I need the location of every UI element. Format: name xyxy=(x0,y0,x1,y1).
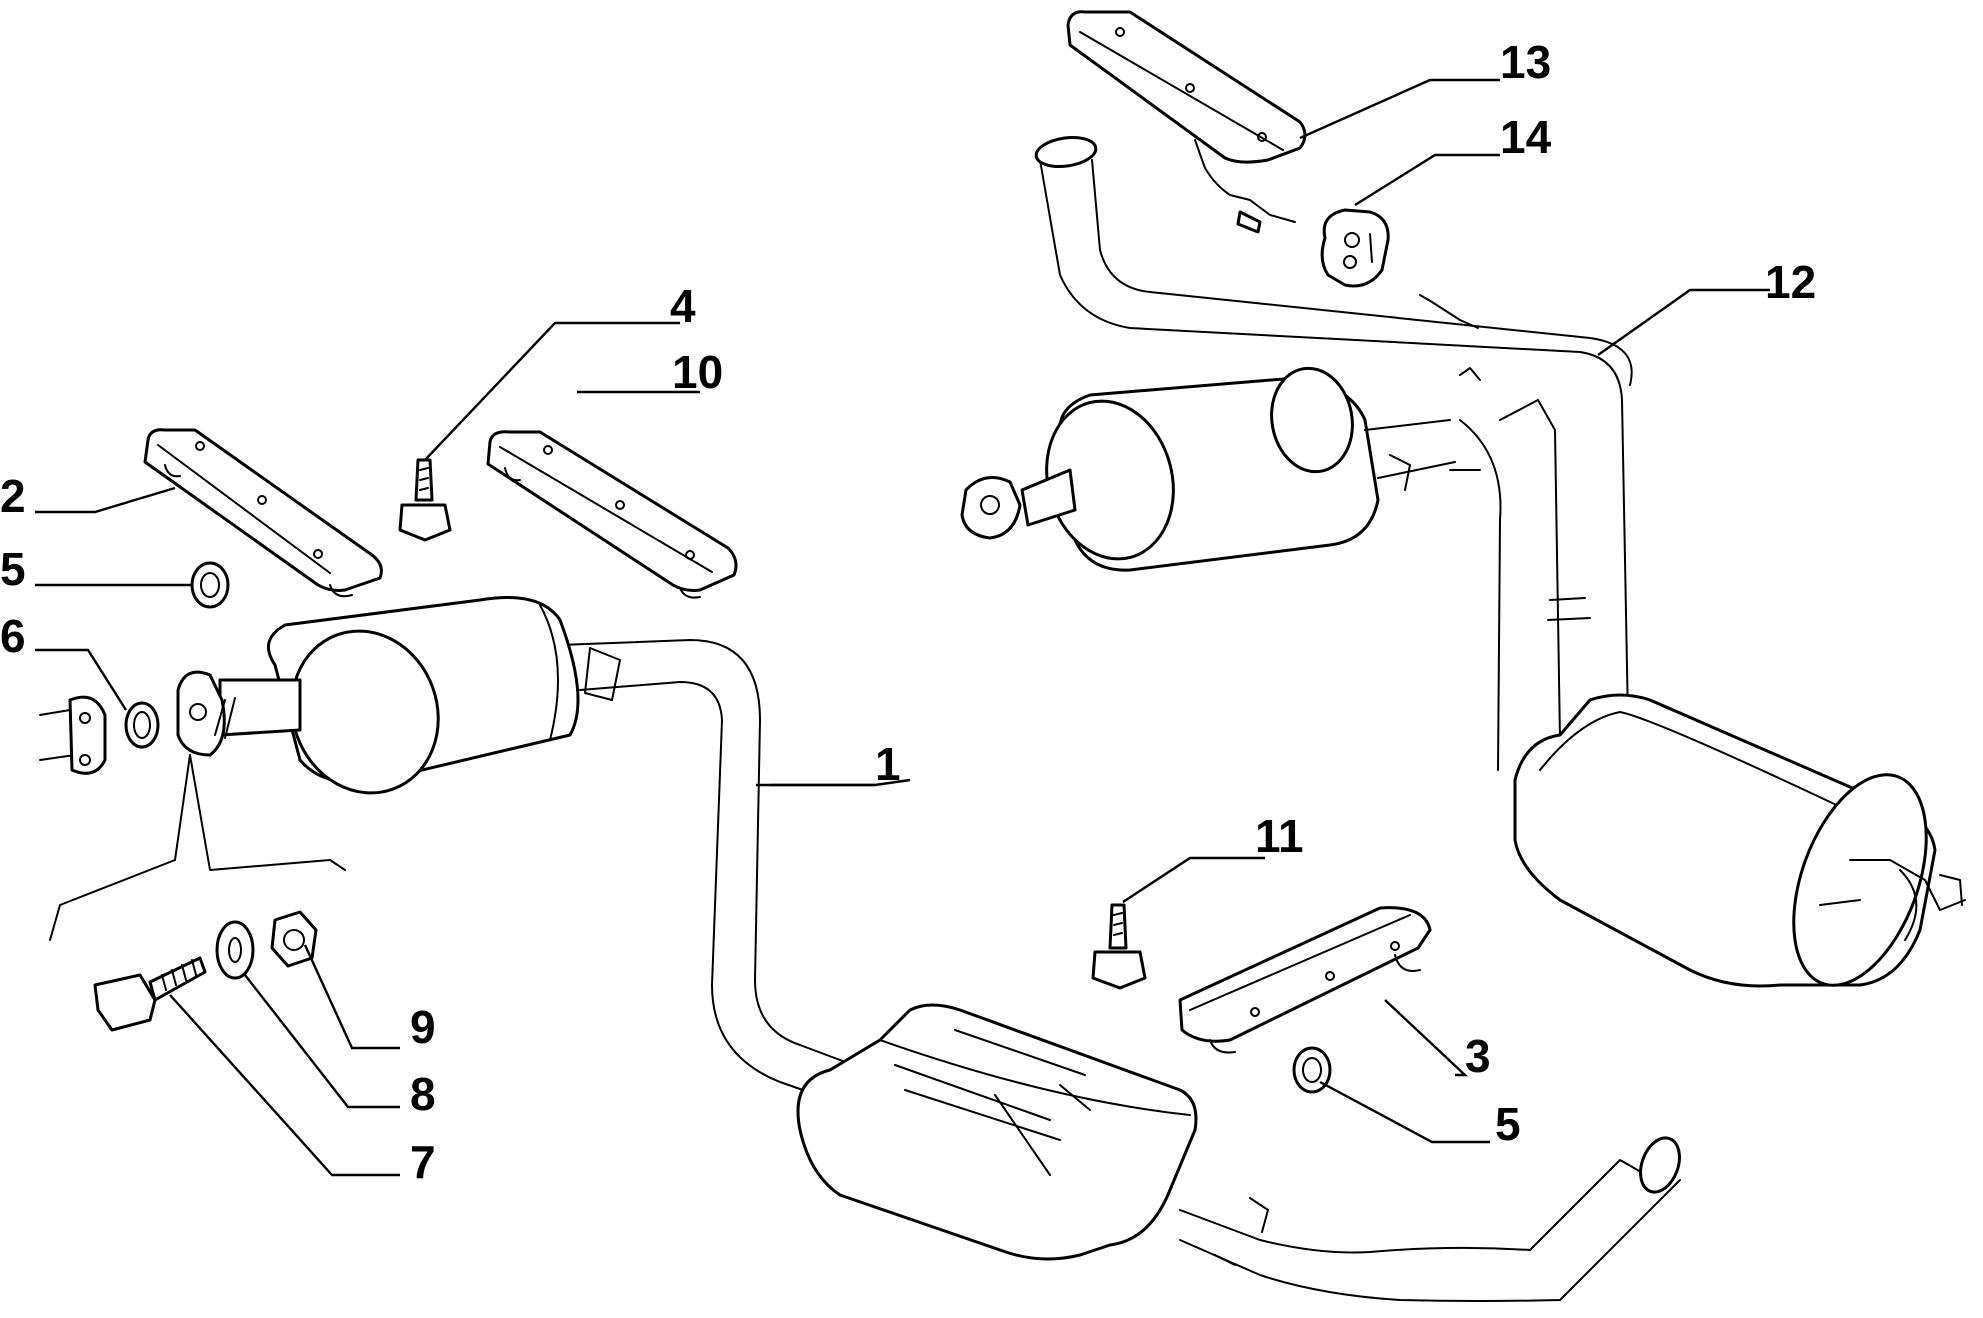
part-8-washer xyxy=(215,920,255,980)
part-11-bolt xyxy=(1091,903,1147,990)
part-1-exhaust-pipe-assembly xyxy=(176,596,1681,1302)
part-4-bolt xyxy=(398,458,452,542)
callout-13: 13 xyxy=(1500,36,1551,88)
callout-1: 1 xyxy=(875,738,901,790)
callout-labels: 1 2 3 4 5 6 7 8 9 10 11 12 13 14 5 xyxy=(0,36,1816,1188)
leader-lines xyxy=(35,78,1770,1177)
callout-3: 3 xyxy=(1465,1030,1491,1082)
detail-split-lines xyxy=(49,754,346,941)
part-5-seal-ring-right xyxy=(1292,1046,1332,1094)
part-10-rubber-mount xyxy=(486,430,738,599)
part-14-rubber-hanger xyxy=(1320,208,1390,288)
callout-2: 2 xyxy=(0,470,26,522)
part-7-bolt xyxy=(93,956,207,1032)
callout-14: 14 xyxy=(1500,111,1552,163)
callout-8: 8 xyxy=(410,1068,436,1120)
part-9-nut xyxy=(270,910,318,968)
part-5-seal-ring-left xyxy=(190,561,230,609)
callout-12: 12 xyxy=(1765,256,1816,308)
callout-5-left: 5 xyxy=(0,543,26,595)
callout-5-right: 5 xyxy=(1495,1098,1521,1150)
callout-6: 6 xyxy=(0,610,26,662)
callout-11: 11 xyxy=(1255,810,1304,862)
callout-9: 9 xyxy=(410,1001,436,1053)
callout-10: 10 xyxy=(672,346,723,398)
part-3-rubber-mount xyxy=(1178,906,1432,1054)
part-12-exhaust-pipe-assembly xyxy=(960,136,1966,988)
part-13-mounting-bracket xyxy=(1066,10,1307,234)
callout-4: 4 xyxy=(670,280,696,332)
part-6-gasket xyxy=(124,701,160,749)
engine-downpipe-stub xyxy=(39,695,107,775)
part-2-rubber-mount xyxy=(143,428,383,598)
callout-7: 7 xyxy=(410,1136,436,1188)
